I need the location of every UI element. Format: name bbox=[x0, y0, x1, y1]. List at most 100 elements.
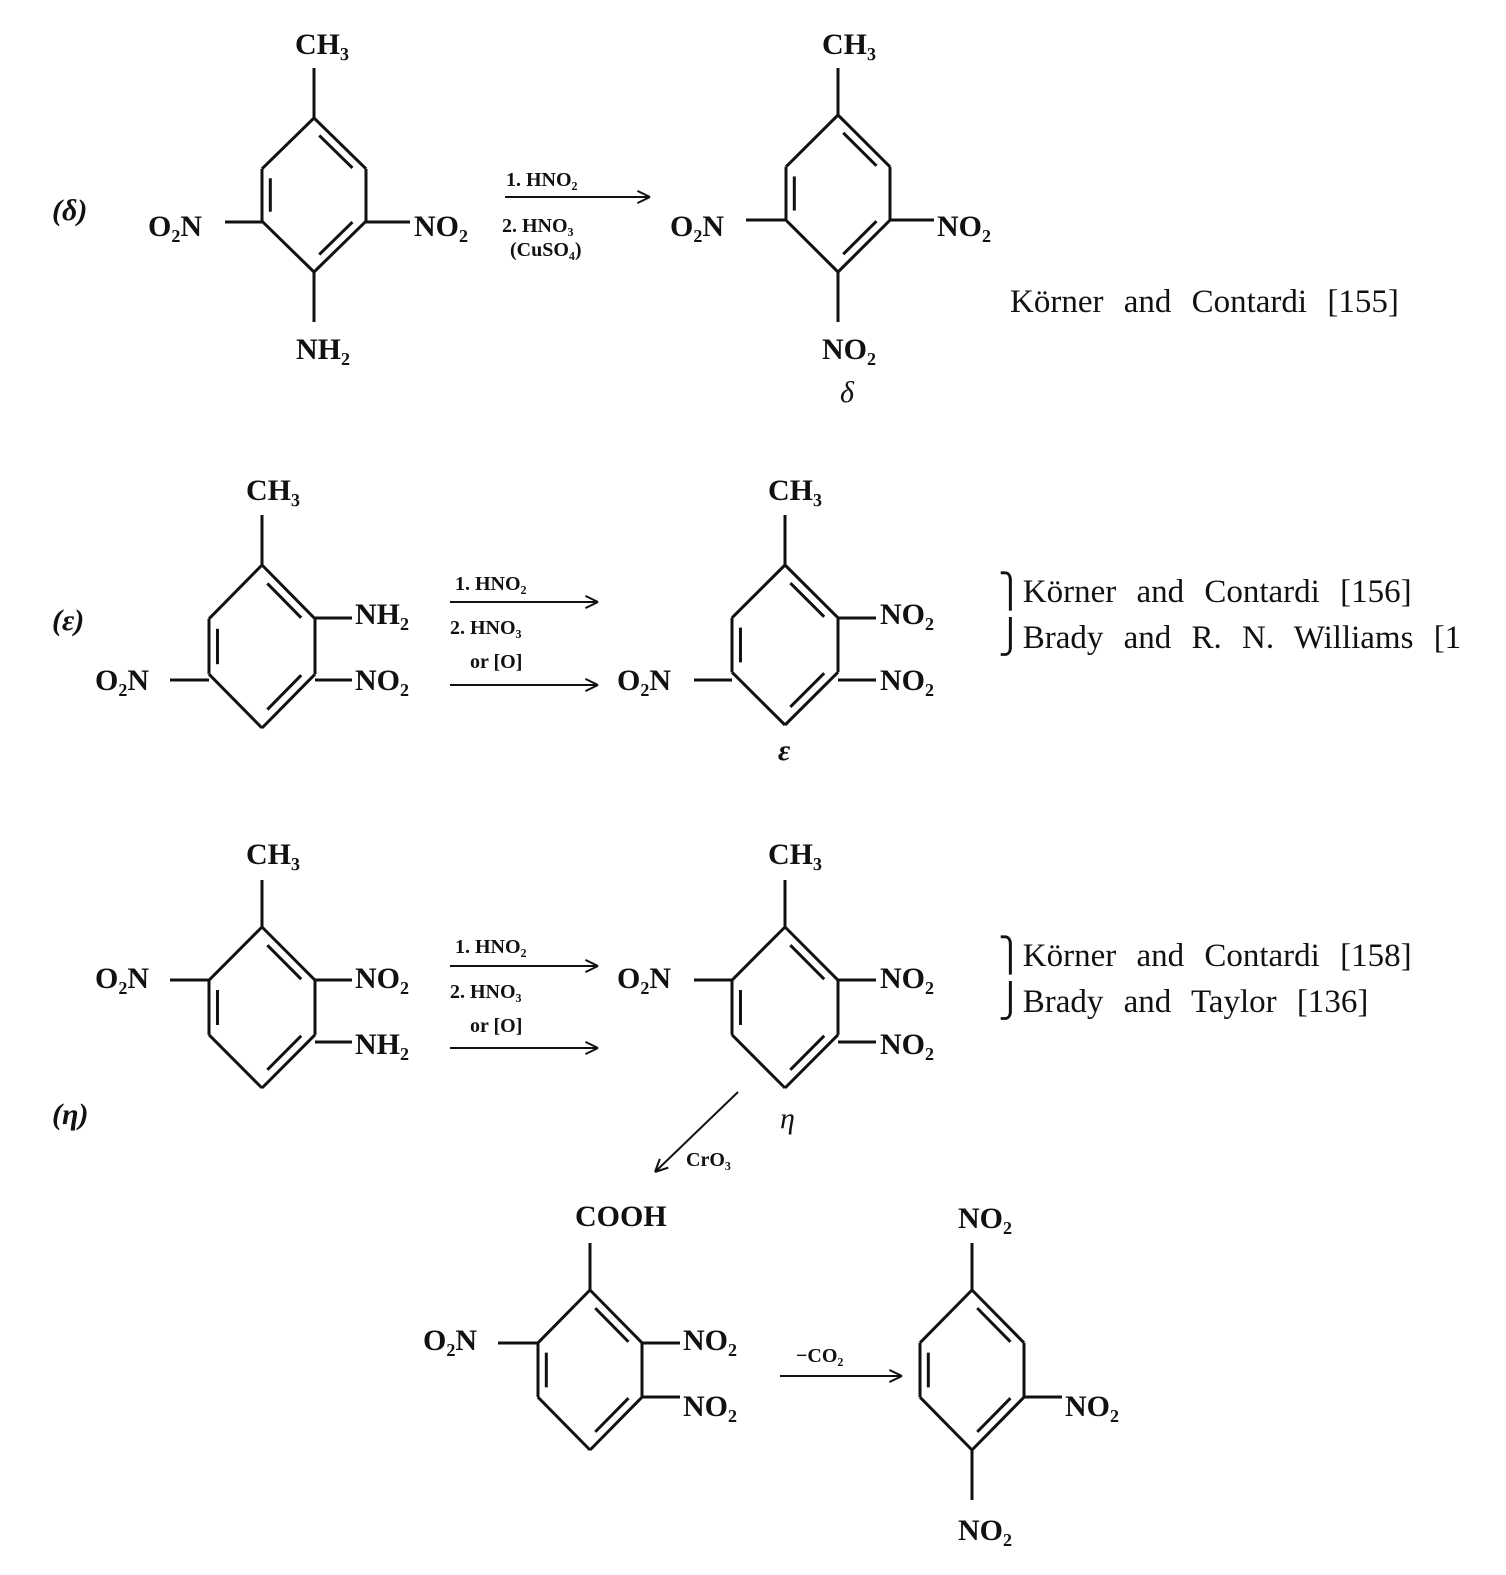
double-bond-line bbox=[789, 582, 826, 618]
substituent-o2n: O₂N bbox=[617, 664, 671, 697]
double-bond-line bbox=[318, 221, 354, 256]
double-bond-line bbox=[789, 1034, 826, 1071]
ring-bond bbox=[260, 116, 316, 170]
ring-bond bbox=[836, 219, 892, 274]
ring-bond bbox=[260, 925, 317, 982]
arrow-head bbox=[888, 1375, 903, 1383]
substituent-no2: NO₂ bbox=[683, 1390, 737, 1423]
ring-bond bbox=[260, 220, 316, 274]
ring-bond bbox=[312, 220, 368, 274]
substituent-no2: NO₂ bbox=[958, 1202, 1012, 1235]
ring-bond bbox=[783, 563, 840, 619]
substituent-o2n: O₂N bbox=[148, 210, 202, 243]
reagent-alt: or [O] bbox=[470, 651, 523, 673]
product-name-eta: η bbox=[780, 1102, 795, 1135]
substituent-nh2: NH₂ bbox=[355, 1028, 409, 1061]
ring-bond bbox=[260, 1033, 317, 1090]
substituent-no2: NO₂ bbox=[414, 210, 468, 243]
double-bond-line bbox=[976, 1307, 1012, 1343]
reagent-1: 1. HNO₂ bbox=[506, 169, 578, 191]
reagent-1: 1. HNO₂ bbox=[455, 573, 527, 595]
arrow-head bbox=[584, 678, 599, 686]
reagent-2: 2. HNO₃ bbox=[450, 617, 522, 639]
arrow-head bbox=[636, 190, 651, 198]
substituent-no2: NO₂ bbox=[880, 962, 934, 995]
ring-bond bbox=[536, 1288, 592, 1344]
double-bond-line bbox=[594, 1307, 630, 1343]
ring-bond bbox=[588, 1288, 644, 1344]
reaction-label-delta: (δ) bbox=[52, 194, 88, 227]
ring-bond bbox=[918, 1288, 974, 1344]
substituent-ch3: CH₃ bbox=[768, 838, 822, 871]
substituent-ch3: CH₃ bbox=[822, 28, 876, 61]
oxidation-reagent: CrO₃ bbox=[686, 1149, 731, 1171]
substituent-o2n: O₂N bbox=[423, 1324, 477, 1357]
reaction-label-epsilon: (ε) bbox=[52, 604, 85, 637]
reference: ⎭Brady and Taylor [136] bbox=[998, 984, 1369, 1020]
substituent-no2: NO₂ bbox=[355, 962, 409, 995]
reference-text: Körner and Contardi [158] bbox=[1022, 938, 1412, 974]
arrow-head bbox=[584, 959, 599, 967]
double-bond-line bbox=[789, 672, 826, 708]
ring-bond bbox=[970, 1288, 1026, 1344]
double-bond-line bbox=[318, 134, 354, 169]
reference-text: Brady and Taylor [136] bbox=[1022, 984, 1369, 1020]
double-bond-line bbox=[842, 131, 878, 167]
double-bond-line bbox=[789, 944, 826, 981]
ring-bond bbox=[207, 925, 264, 982]
arrow-head bbox=[584, 965, 599, 973]
reference-text: Körner and Contardi [156] bbox=[1022, 574, 1412, 610]
double-bond-line bbox=[266, 674, 303, 711]
ring-bond bbox=[918, 1396, 974, 1452]
reagent-alt: or [O] bbox=[470, 1015, 523, 1037]
double-bond-line bbox=[266, 582, 303, 619]
double-bond-line bbox=[266, 944, 303, 981]
arrow-head bbox=[654, 1158, 661, 1173]
reference: ⎫Körner and Contardi [156] bbox=[998, 574, 1412, 610]
arrow-head bbox=[636, 196, 651, 204]
reference: ⎭Brady and R. N. Williams [1 bbox=[998, 620, 1462, 656]
ring-bond bbox=[207, 563, 264, 620]
reference: Körner and Contardi [155] bbox=[1010, 284, 1399, 320]
double-bond-line bbox=[976, 1397, 1012, 1433]
product-name-epsilon: ε bbox=[778, 734, 791, 767]
reagent-2: 2. HNO₃ bbox=[450, 981, 522, 1003]
ring-bond bbox=[588, 1396, 644, 1452]
ring-bond bbox=[783, 671, 840, 727]
substituent-o2n: O₂N bbox=[95, 664, 149, 697]
arrow-head bbox=[584, 601, 599, 609]
substituent-o2n: O₂N bbox=[670, 210, 724, 243]
ring-bond bbox=[970, 1396, 1026, 1452]
arrow-head bbox=[654, 1166, 669, 1173]
reaction-label-eta: (η) bbox=[52, 1098, 89, 1131]
ring-bond bbox=[207, 673, 264, 730]
double-bond-line bbox=[266, 1034, 303, 1071]
ring-bond bbox=[783, 925, 840, 982]
ring-bond bbox=[730, 563, 787, 619]
arrow-head bbox=[584, 1047, 599, 1055]
substituent-no2: NO₂ bbox=[880, 598, 934, 631]
ring-bond bbox=[783, 1033, 840, 1090]
substituent-no2: NO₂ bbox=[937, 210, 991, 243]
substituent-o2n: O₂N bbox=[617, 962, 671, 995]
reagent-1: 1. HNO₂ bbox=[455, 936, 527, 958]
substituent-nh2: NH₂ bbox=[355, 598, 409, 631]
ring-bond bbox=[312, 116, 368, 170]
substituent-ch3: CH₃ bbox=[295, 28, 349, 61]
ring-bond bbox=[836, 113, 892, 168]
double-bond-line bbox=[842, 220, 878, 256]
double-bond-line bbox=[594, 1397, 630, 1433]
substituent-no2: NO₂ bbox=[355, 664, 409, 697]
substituent-no2: NO₂ bbox=[880, 664, 934, 697]
ring-bond bbox=[260, 673, 317, 730]
arrow-head bbox=[584, 1041, 599, 1049]
reaction-arrow bbox=[654, 1091, 739, 1173]
ring-bond bbox=[730, 925, 787, 982]
substituent-no2: NO₂ bbox=[822, 333, 876, 366]
substituent-no2: NO₂ bbox=[958, 1514, 1012, 1547]
reference-text: Brady and R. N. Williams [1 bbox=[1022, 620, 1462, 656]
substituent-ch3: CH₃ bbox=[246, 474, 300, 507]
substituent-no2: NO₂ bbox=[1065, 1390, 1119, 1423]
